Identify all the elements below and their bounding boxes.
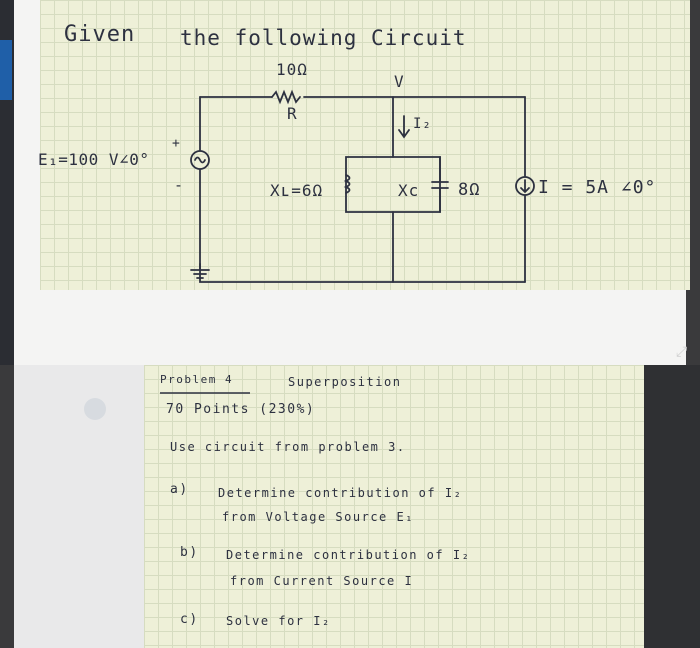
problem-use: Use circuit from problem 3.	[170, 440, 406, 454]
part-c-letter: c)	[180, 612, 199, 627]
capacitor-xc-label: Xc	[398, 181, 420, 200]
part-a-line1: Determine contribution of I₂	[218, 486, 463, 500]
bullet-dot	[84, 398, 106, 420]
wire-bottom	[199, 263, 526, 283]
part-a-letter: a)	[170, 482, 189, 497]
problem-heading: Problem 4	[160, 373, 234, 386]
expand-icon[interactable]: ⤢	[676, 344, 688, 360]
part-c-line: Solve for I₂	[226, 614, 331, 628]
v-label: V	[394, 72, 405, 91]
circuit-diagram	[190, 89, 535, 283]
title-rest: the following Circuit	[180, 26, 467, 50]
branch-box	[345, 156, 441, 213]
current-label: I₂	[413, 116, 432, 132]
right-dark-strip	[644, 365, 700, 648]
source-minus: -	[174, 176, 185, 194]
circuit-paper	[40, 0, 690, 290]
problem-points: 70 Points (230%)	[166, 402, 316, 417]
heading-underline	[160, 392, 250, 394]
resistor-value: 10Ω	[276, 60, 308, 79]
capacitor-value: 8Ω	[458, 180, 481, 200]
part-b-letter: b)	[180, 545, 199, 560]
problem-topic: Superposition	[288, 375, 402, 389]
part-b-line2: from Current Source I	[230, 574, 414, 588]
source-plus: +	[172, 136, 181, 151]
resistor-symbol	[271, 89, 301, 105]
capacitor-symbol	[431, 156, 449, 213]
source-label: E₁=100 V∠0°	[38, 150, 150, 169]
part-a-line2: from Voltage Source E₁	[222, 510, 414, 524]
current-arrow	[398, 115, 410, 139]
title-given: Given	[64, 22, 136, 47]
problem-paper	[144, 365, 644, 648]
voltage-source-symbol	[190, 150, 210, 170]
resistor-label: R	[287, 104, 298, 123]
inductor-symbol	[343, 174, 351, 194]
part-b-line1: Determine contribution of I₂	[226, 548, 471, 562]
app-tab-marker	[0, 40, 12, 100]
inductor-label: Xʟ=6Ω	[270, 181, 324, 200]
current-source-label: I = 5A ∠0°	[538, 177, 657, 198]
current-source-symbol	[515, 176, 535, 196]
left-gutter	[14, 365, 144, 648]
